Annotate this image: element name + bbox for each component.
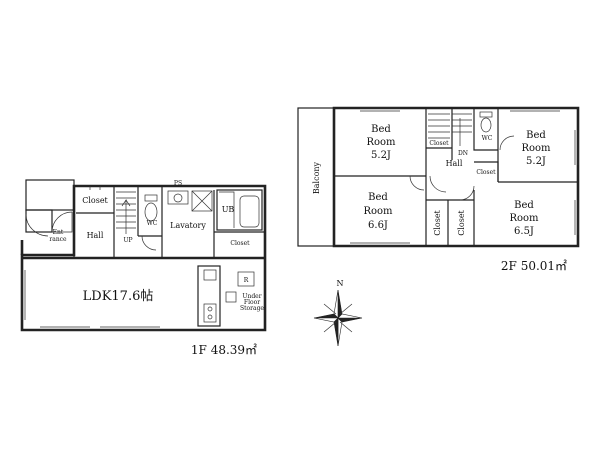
closet2-label: Closet: [230, 240, 250, 247]
unit-bath: [216, 189, 263, 231]
first-floor-staircase: [116, 191, 136, 234]
bed4-label-line2: Room: [509, 213, 539, 224]
hall-label: Hall: [87, 231, 104, 240]
bed2-label-line3: 5.2J: [526, 156, 546, 167]
ldk-label: LDK17.6帖: [83, 289, 154, 304]
bed3-label-line3: 6.6J: [368, 220, 388, 231]
bed1-label-line3: 5.2J: [371, 150, 391, 161]
closet-label: Closet: [82, 196, 108, 205]
closet-a-label: Closet: [429, 140, 449, 147]
first-floor-plan: Closet Hall Ent rance UP WC Lavatory UB …: [20, 179, 267, 357]
second-floor-outer-wall: [332, 106, 580, 248]
under-floor-label-line2: Floor: [244, 299, 260, 306]
wc-wall-2f: [473, 108, 498, 151]
second-floor-door-swings: [409, 135, 515, 201]
refrigerator-mark: R: [244, 277, 249, 284]
hall-2f-label: Hall: [446, 159, 463, 168]
balcony-label: Balcony: [312, 161, 321, 194]
bed2-label-line2: Room: [521, 143, 551, 154]
closet-d-label: Closet: [457, 209, 466, 235]
pipe-space-label: PS: [174, 180, 182, 187]
bed2-label-line1: Bed: [526, 130, 546, 141]
first-floor-door-swings: [25, 211, 157, 251]
under-floor-label-line3: Storage: [240, 305, 264, 312]
entrance-porch-tiles-lower: [25, 209, 53, 233]
kitchen-counter: [197, 265, 255, 327]
bed3-label-line2: Room: [363, 206, 393, 217]
unit-bath-label: UB: [222, 205, 235, 214]
entrance-porch-tiles: [25, 179, 75, 211]
bed4-label-line3: 6.5J: [514, 226, 534, 237]
north-arrow-compass: N: [313, 279, 363, 347]
bed1-label-line2: Room: [366, 137, 396, 148]
closet-c-label: Closet: [476, 169, 496, 176]
bed3-label-line1: Bed: [368, 192, 388, 203]
closet-b-label-group: Closet: [433, 209, 442, 235]
first-floor-windows: [21, 186, 160, 331]
second-floor-windows: [350, 107, 579, 247]
second-floor-plan: Balcony Bed Room 5.2J Bed Room 5.2J Bed …: [297, 106, 580, 273]
second-floor-area: 2F 50.01㎡: [501, 259, 567, 273]
compass-north-label: N: [337, 279, 344, 288]
bed1-label-line1: Bed: [371, 124, 391, 135]
lavatory-label: Lavatory: [170, 221, 206, 230]
under-floor-label-line1: Under: [242, 293, 261, 300]
stairs-down-label: DN: [458, 150, 468, 157]
wc-2f-label: WC: [482, 135, 493, 142]
bed4-label-line1: Bed: [514, 200, 534, 211]
second-floor-toilet: [479, 111, 493, 133]
wc-label: WC: [147, 220, 158, 227]
first-floor-area: 1F 48.39㎡: [191, 343, 257, 357]
balcony-label-group: Balcony: [312, 161, 321, 194]
closet-c-wall: [474, 161, 499, 182]
first-floor-toilet: [144, 194, 158, 222]
entrance-label-line2: rance: [49, 236, 67, 243]
closet-d-label-group: Closet: [457, 209, 466, 235]
entrance-label-line1: Ent: [53, 229, 64, 236]
stairs-up-label: UP: [123, 237, 132, 244]
lavatory-fixtures: [167, 190, 213, 212]
closet-b-label: Closet: [433, 209, 442, 235]
second-floor-staircase: [428, 113, 472, 146]
